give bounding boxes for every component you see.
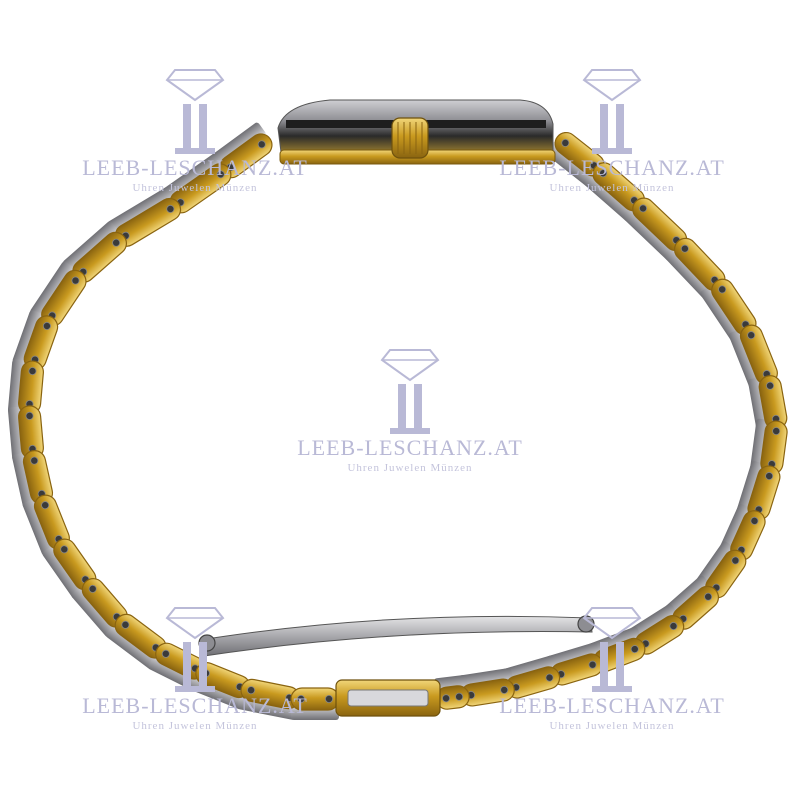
link-pin bbox=[747, 331, 756, 340]
link-pin bbox=[588, 660, 597, 669]
diamond-monogram-icon bbox=[380, 349, 440, 434]
bracelet-steel-link bbox=[583, 171, 638, 222]
watermark-tagline: Uhren Juwelen Münzen bbox=[132, 182, 258, 194]
watermark-brand: LEEB-LESCHANZ.AT bbox=[82, 155, 308, 180]
link-pin bbox=[630, 645, 639, 654]
bracelet-steel-link bbox=[700, 285, 746, 344]
watermark-brand: LEEB-LESCHANZ.AT bbox=[297, 435, 523, 460]
link-pin bbox=[25, 411, 34, 420]
link-pin bbox=[166, 204, 175, 213]
link-pin bbox=[545, 673, 554, 682]
watermark: LEEB-LESCHANZ.AT Uhren Juwelen Münzen bbox=[462, 600, 762, 732]
bracelet-gold-link bbox=[81, 578, 128, 628]
bracelet-gold-link bbox=[505, 666, 561, 699]
link-pin bbox=[30, 456, 39, 465]
link-pin bbox=[216, 170, 225, 179]
watermark: LEEB-LESCHANZ.AT Uhren Juwelen Münzen bbox=[45, 62, 345, 194]
bracelet-gold-link bbox=[18, 360, 44, 415]
link-pin bbox=[60, 545, 69, 554]
watermark-brand: LEEB-LESCHANZ.AT bbox=[499, 155, 725, 180]
watermark: LEEB-LESCHANZ.AT Uhren Juwelen Münzen bbox=[462, 62, 762, 194]
bracelet-gold-link bbox=[550, 653, 604, 686]
bracelet-steel-link bbox=[211, 122, 266, 168]
diamond-monogram-icon bbox=[165, 607, 225, 692]
bracelet-gold-link bbox=[673, 237, 726, 291]
link-pin bbox=[121, 620, 130, 629]
link-pin bbox=[112, 238, 121, 247]
watermark-brand: LEEB-LESCHANZ.AT bbox=[82, 693, 308, 718]
link-pin bbox=[28, 367, 37, 376]
link-pin bbox=[41, 501, 50, 510]
bracelet-gold-link bbox=[460, 678, 515, 707]
link-pin bbox=[561, 138, 570, 147]
link-pin bbox=[680, 244, 689, 253]
bracelet-steel-link bbox=[105, 624, 160, 670]
diamond-monogram-icon bbox=[582, 69, 642, 154]
bracelet-steel-link bbox=[42, 545, 86, 599]
link-pin bbox=[455, 692, 464, 701]
diamond-monogram-icon bbox=[165, 69, 225, 154]
crown-icon bbox=[391, 117, 429, 159]
watermark-tagline: Uhren Juwelen Münzen bbox=[549, 182, 675, 194]
bracelet-gold-link bbox=[592, 162, 645, 212]
link-pin bbox=[500, 685, 509, 694]
bracelet-steel-link bbox=[161, 152, 225, 203]
link-pin bbox=[161, 649, 170, 658]
link-pin bbox=[669, 622, 678, 631]
link-pin bbox=[750, 516, 759, 525]
link-pin bbox=[88, 584, 97, 593]
link-pin bbox=[324, 695, 333, 703]
link-pin bbox=[718, 285, 727, 294]
watermark-brand: LEEB-LESCHANZ.AT bbox=[499, 693, 725, 718]
link-pin bbox=[639, 204, 648, 213]
link-pin bbox=[257, 140, 266, 149]
watermark-tagline: Uhren Juwelen Münzen bbox=[132, 720, 258, 732]
watermark-tagline: Uhren Juwelen Münzen bbox=[549, 720, 675, 732]
link-pin bbox=[704, 592, 713, 601]
watermark-tagline: Uhren Juwelen Münzen bbox=[347, 462, 473, 474]
link-pin bbox=[765, 472, 774, 481]
bracelet-gold-links bbox=[18, 131, 788, 711]
watermark: LEEB-LESCHANZ.AT Uhren Juwelen Münzen bbox=[45, 600, 345, 732]
diamond-monogram-icon bbox=[582, 607, 642, 692]
link-pin bbox=[42, 321, 51, 330]
watermark: LEEB-LESCHANZ.AT Uhren Juwelen Münzen bbox=[260, 342, 560, 474]
link-pin bbox=[247, 686, 256, 695]
bracelet-gold-link bbox=[435, 685, 470, 710]
link-pin bbox=[442, 694, 451, 703]
bracelet-steel-link bbox=[663, 575, 712, 621]
link-pin bbox=[599, 169, 608, 178]
bracelet-gold-link bbox=[22, 450, 54, 505]
bracelet-steel-link bbox=[545, 141, 598, 187]
link-pin bbox=[766, 381, 775, 390]
bracelet-steel-link bbox=[63, 221, 120, 274]
link-pin bbox=[296, 695, 305, 703]
link-pin bbox=[71, 276, 80, 285]
bracelet-gold-link bbox=[634, 614, 685, 655]
link-pin bbox=[731, 556, 740, 565]
bracelet-gold-link bbox=[290, 687, 340, 711]
bracelet-steel-link bbox=[71, 585, 119, 637]
bracelet-steel-link bbox=[30, 261, 76, 320]
bracelet-steel-link bbox=[622, 206, 679, 261]
link-pin bbox=[772, 427, 781, 436]
bracelet-gold-link bbox=[219, 133, 273, 179]
bracelet-gold-link bbox=[711, 278, 757, 336]
bracelet-steel-link bbox=[663, 246, 717, 301]
bracelet-clasp bbox=[198, 615, 595, 717]
